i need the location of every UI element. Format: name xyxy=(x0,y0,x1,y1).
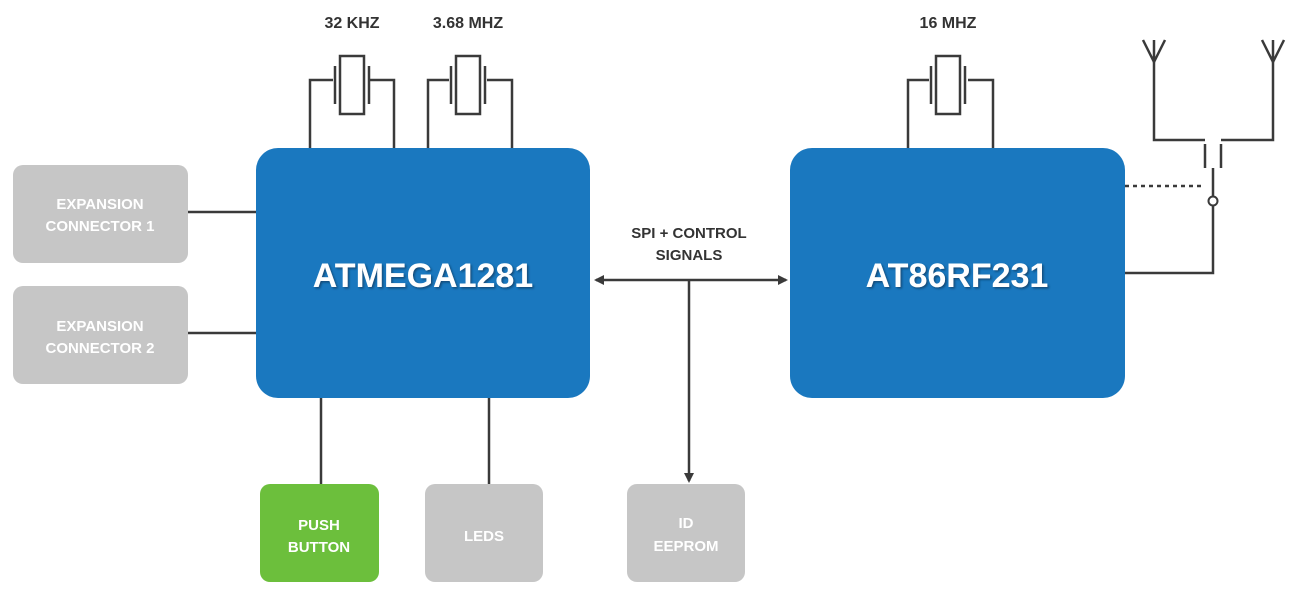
antenna-switch-node-icon xyxy=(1207,195,1219,207)
xtal-32khz-lead-right xyxy=(370,78,396,150)
radio-label: AT86RF231 xyxy=(866,257,1049,295)
wire-radio-rf xyxy=(1125,205,1215,275)
xtal-368mhz-lead-right xyxy=(487,78,514,150)
antenna-right-feed xyxy=(1221,60,1275,142)
id-eeprom-block xyxy=(627,484,745,582)
expansion-connector-1-line1: EXPANSION xyxy=(56,196,143,213)
push-button-line1: PUSH xyxy=(298,517,340,534)
radio-block xyxy=(790,148,1125,398)
spi-label-line2: SIGNALS xyxy=(656,247,723,264)
id-eeprom-line2: EEPROM xyxy=(653,538,718,555)
xtal-16mhz-lead-right xyxy=(968,78,995,150)
push-button-line2: BUTTON xyxy=(288,539,350,556)
crystal-16mhz-icon xyxy=(929,54,967,116)
xtal-368mhz-lead-left xyxy=(426,78,449,150)
crystal-368mhz-icon xyxy=(449,54,487,116)
crystal-32khz-icon xyxy=(333,54,371,116)
leds-label: LEDS xyxy=(464,528,504,545)
id-eeprom-line1: ID xyxy=(679,515,694,532)
leds-block xyxy=(425,484,543,582)
mcu-label: ATMEGA1281 xyxy=(313,257,533,295)
push-button-block xyxy=(260,484,379,582)
antenna-left-icon xyxy=(1141,39,1167,63)
mcu-block xyxy=(256,148,590,398)
expansion-connector-1-line2: CONNECTOR 1 xyxy=(46,218,155,235)
antenna-left-feed xyxy=(1152,60,1205,142)
xtal-16mhz-label: 16 MHZ xyxy=(920,15,977,32)
xtal-32khz-label: 32 KHZ xyxy=(324,15,379,32)
xtal-32khz-lead-left xyxy=(308,78,333,150)
antenna-right-icon xyxy=(1260,39,1286,63)
expansion-connector-2-line1: EXPANSION xyxy=(56,318,143,335)
spi-label-line1: SPI + CONTROL xyxy=(631,225,746,242)
expansion-connector-1-block xyxy=(13,165,188,263)
expansion-connector-2-block xyxy=(13,286,188,384)
xtal-16mhz-lead-left xyxy=(906,78,929,150)
connection-lines xyxy=(188,39,1286,484)
xtal-368mhz-label: 3.68 MHZ xyxy=(433,15,503,32)
expansion-connector-2-line2: CONNECTOR 2 xyxy=(46,340,155,357)
